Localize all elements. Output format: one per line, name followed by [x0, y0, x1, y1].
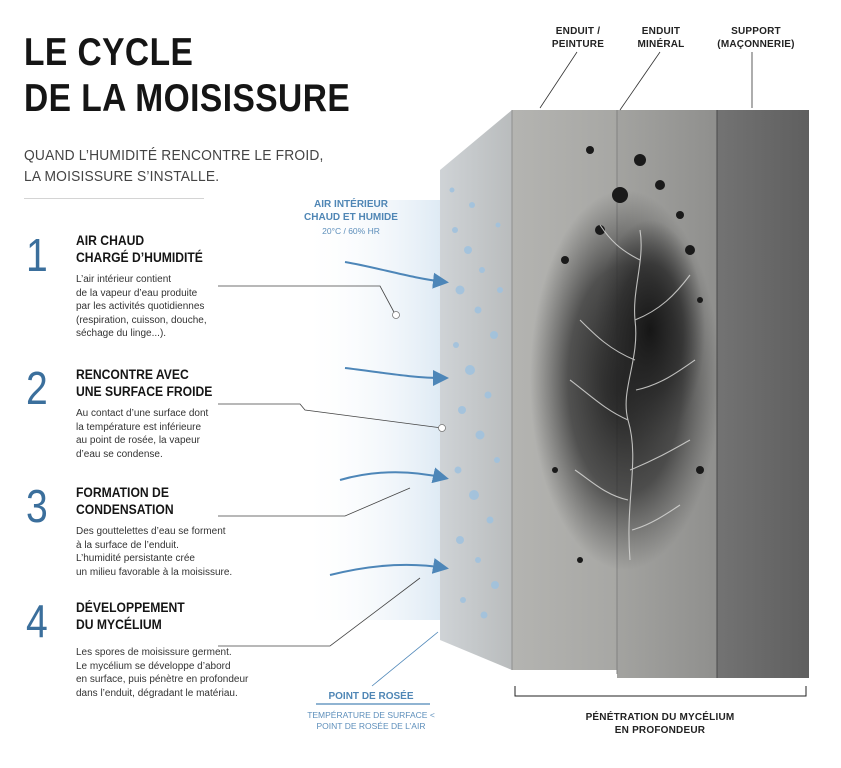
- title-line-2: DE LA MOISISSURE: [24, 77, 351, 120]
- divider: [24, 198, 204, 199]
- step-1-desc: L’air intérieur contient de la vapeur d’…: [76, 274, 207, 339]
- air-label: AIR INTÉRIEUR CHAUD ET HUMIDE: [304, 199, 398, 223]
- step-1-number: 1: [26, 229, 48, 281]
- step-3-desc: Des gouttelettes d’eau se forment à la s…: [76, 526, 233, 578]
- humid-air-arrows: [329, 261, 449, 576]
- step-2-title: RENCONTRE AVEC UNE SURFACE FROIDE: [76, 367, 213, 399]
- title-line-1: LE CYCLE: [24, 31, 194, 74]
- air-sub-label: 20°C / 60% HR: [322, 226, 380, 236]
- condensation-droplets: [449, 187, 503, 619]
- penetration-label: PÉNÉTRATION DU MYCÉLIUM EN PROFONDEUR: [585, 712, 735, 736]
- mold-mycelium: [530, 146, 720, 570]
- step-4-desc: Les spores de moisissure germent. Le myc…: [76, 647, 249, 699]
- label-support: SUPPORT (MAÇONNERIE): [717, 26, 795, 50]
- step-2-desc: Au contact d’une surface dont la tempéra…: [76, 408, 209, 460]
- step-4-number: 4: [26, 595, 48, 647]
- layer-support: [717, 110, 809, 678]
- dew-point-sub: TEMPÉRATURE DE SURFACE < POINT DE ROSÉE …: [307, 710, 435, 731]
- subtitle-line-1: QUAND L’HUMIDITÉ RENCONTRE LE FROID,: [24, 147, 324, 164]
- step-4-title: DÉVELOPPEMENT DU MYCÉLIUM: [76, 600, 185, 632]
- dew-point-title: POINT DE ROSÉE: [328, 691, 414, 702]
- humid-air-haze: [300, 200, 440, 620]
- step-3-number: 3: [26, 480, 48, 532]
- step-3-title: FORMATION DE CONDENSATION: [76, 485, 174, 517]
- label-enduit-mineral: ENDUIT MINÉRAL: [637, 26, 685, 50]
- step-1-title: AIR CHAUD CHARGÉ D’HUMIDITÉ: [76, 233, 203, 265]
- page-title: LE CYCLE DE LA MOISISSURE: [24, 30, 350, 122]
- layer-enduit-peinture: [440, 110, 512, 670]
- page-subtitle: QUAND L’HUMIDITÉ RENCONTRE LE FROID, LA …: [24, 145, 324, 187]
- step-2-number: 2: [26, 362, 48, 414]
- subtitle-line-2: LA MOISISSURE S’INSTALLE.: [24, 168, 220, 185]
- label-enduit-peinture: ENDUIT / PEINTURE: [551, 26, 605, 50]
- step-leader-lines: [218, 285, 443, 647]
